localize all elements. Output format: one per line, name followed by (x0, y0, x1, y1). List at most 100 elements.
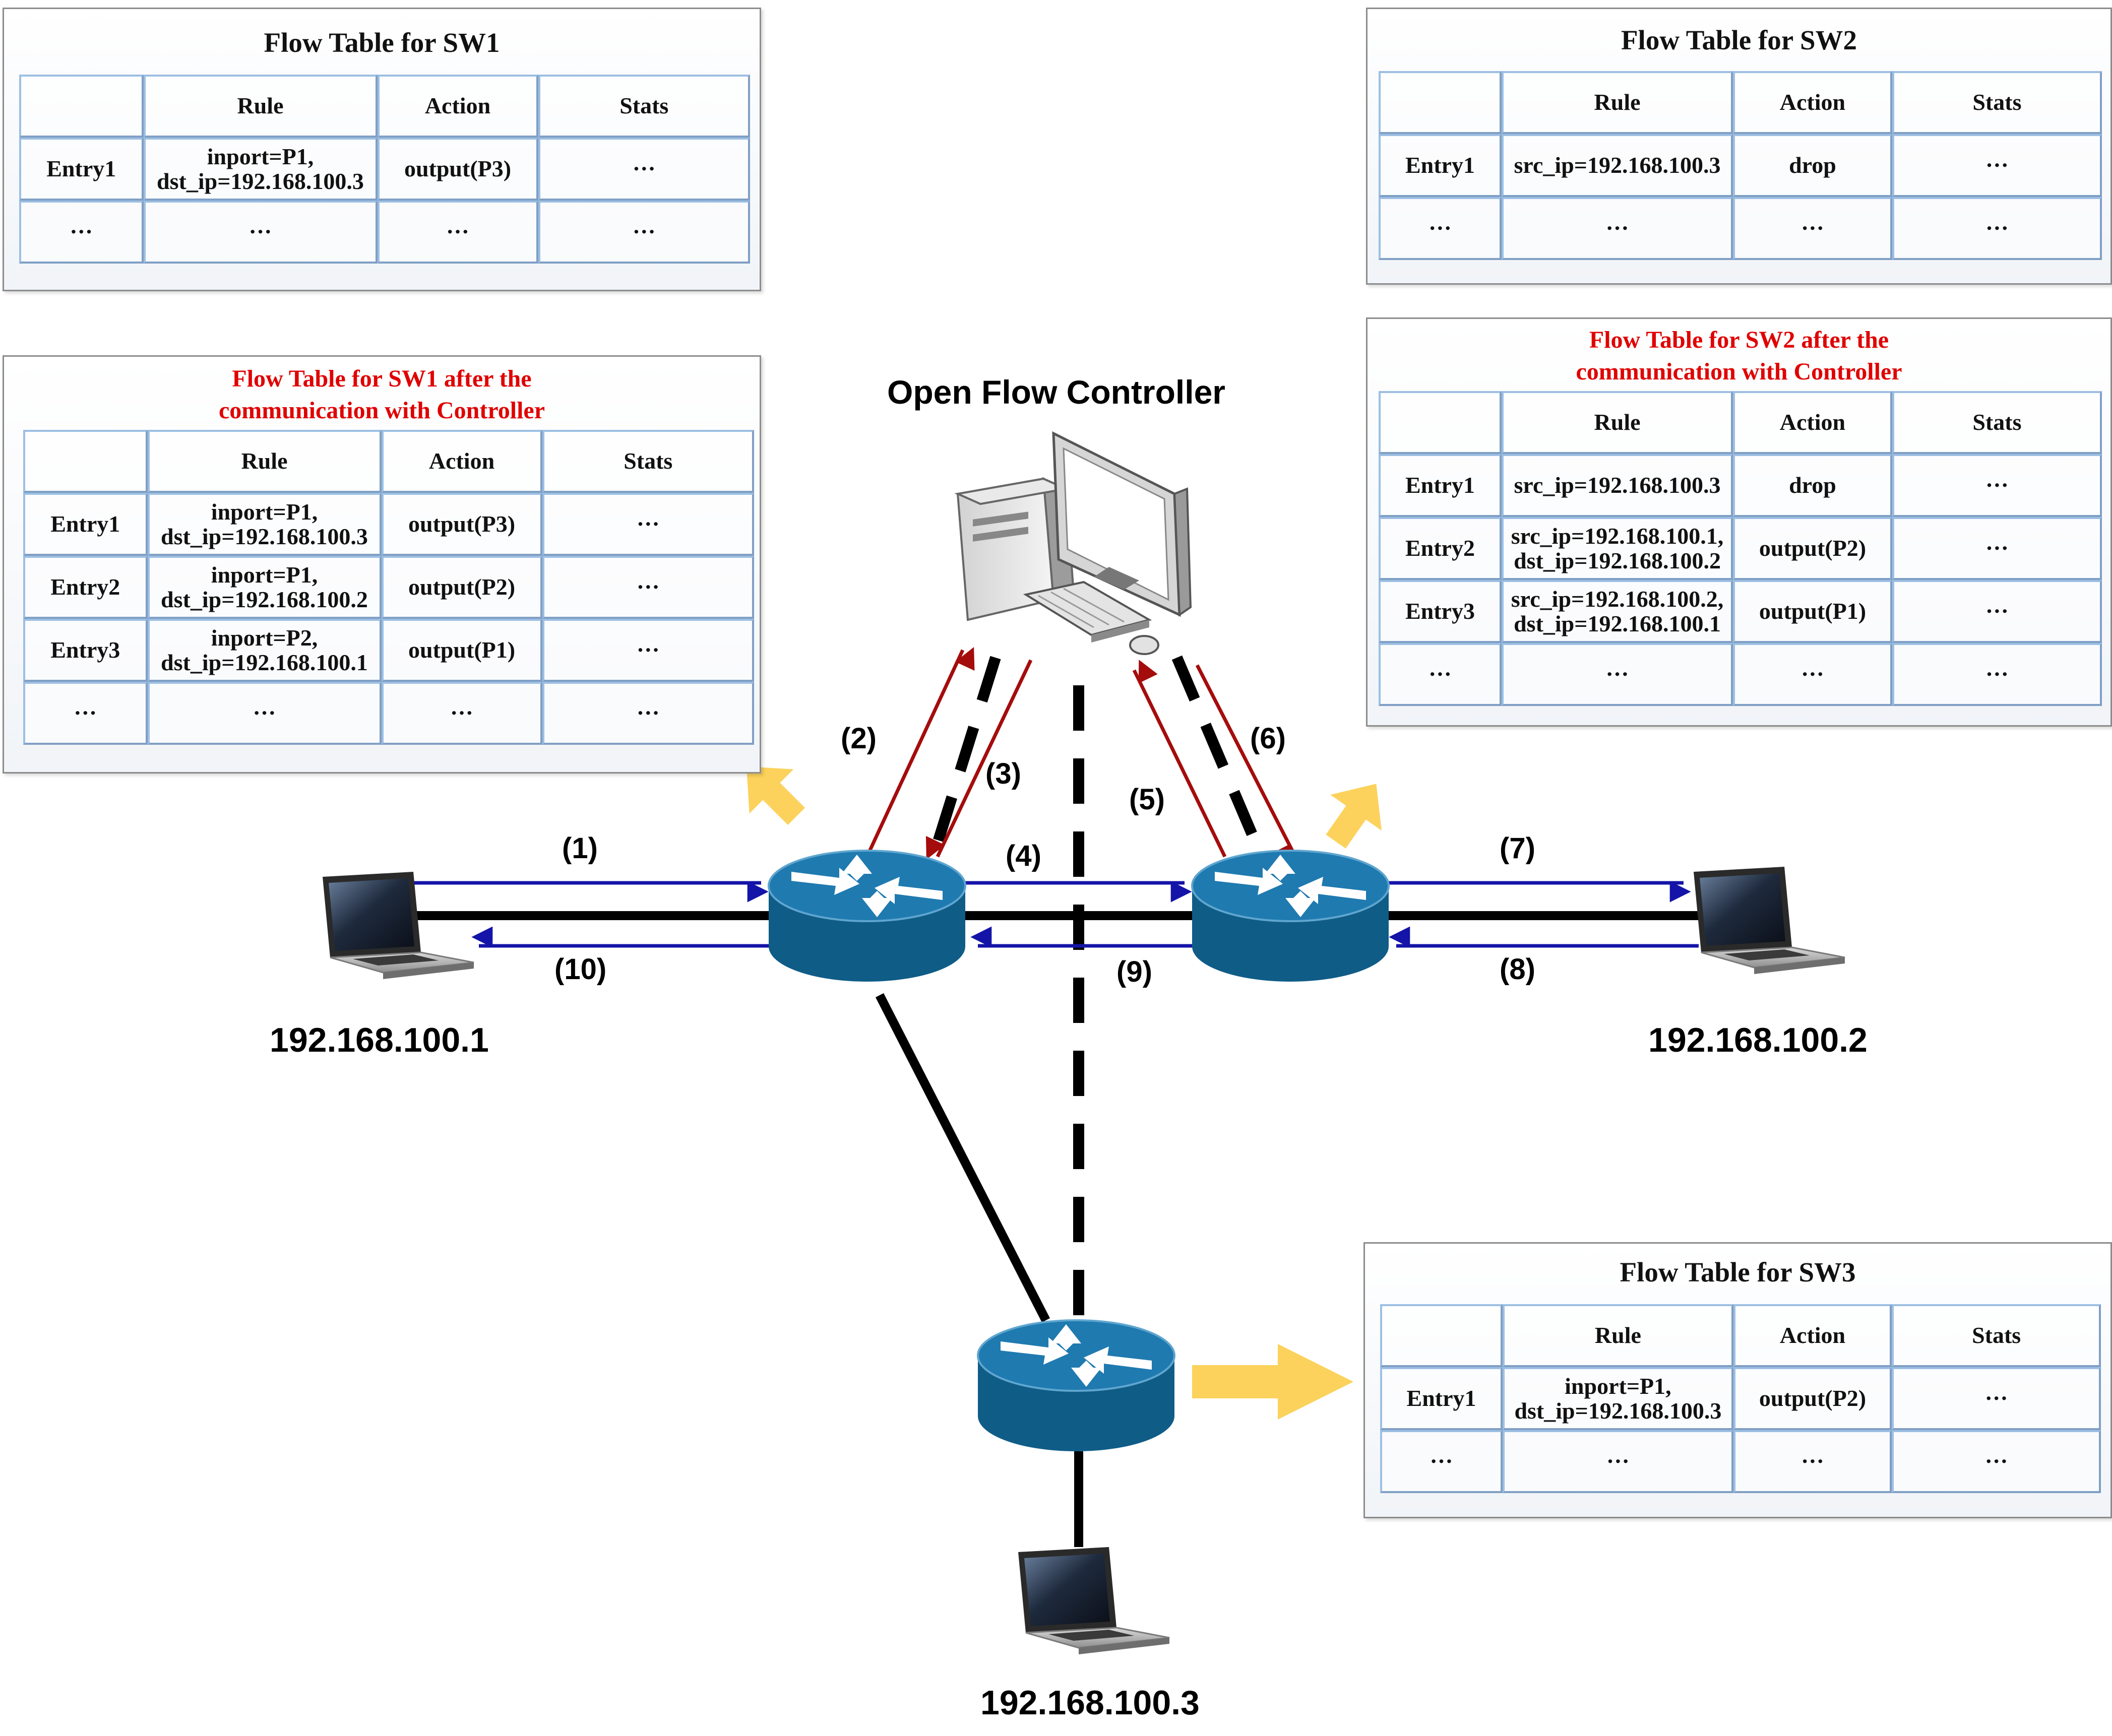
table-cell: src_ip=192.168.100.1, dst_ip=192.168.100… (1501, 517, 1733, 580)
host-ip-label-h1: 192.168.100.1 (270, 1021, 489, 1059)
table-cell: ··· (377, 201, 538, 264)
column-header (23, 430, 148, 493)
column-header: Stats (1892, 71, 2102, 134)
table-cell: ··· (1503, 1430, 1733, 1493)
table-cell: ··· (1379, 643, 1502, 706)
table-cell: output(P2) (1733, 517, 1892, 580)
table-cell: ··· (1892, 1367, 2101, 1430)
table-cell: ··· (538, 201, 750, 264)
table-cell: ··· (1733, 197, 1892, 260)
table-cell: drop (1733, 454, 1892, 517)
table-cell: Entry1 (1379, 134, 1502, 197)
table-cell: ··· (1733, 1430, 1892, 1493)
switch-sw2[interactable] (1191, 850, 1390, 982)
host-ip-label-h3: 192.168.100.3 (980, 1684, 1200, 1722)
column-header (1380, 1304, 1503, 1367)
table-row: ············ (1380, 1430, 2101, 1493)
flow-table-title: Flow Table for SW1 (264, 27, 500, 58)
switch-arrows-icon (1215, 855, 1366, 917)
table-cell: ··· (1892, 197, 2102, 260)
table-cell: output(P1) (1733, 580, 1892, 643)
switch-arrows-icon (791, 855, 943, 917)
table-cell: ··· (1892, 1430, 2101, 1493)
table-cell: inport=P1, dst_ip=192.168.100.3 (147, 493, 382, 556)
column-header: Rule (143, 75, 378, 138)
step-label-10: (10) (554, 953, 607, 986)
control-channels (927, 655, 1268, 1325)
table-cell: Entry3 (23, 619, 148, 682)
column-header: Rule (1501, 71, 1733, 134)
table-cell: output(P3) (377, 138, 538, 201)
table-cell: drop (1733, 134, 1892, 197)
table-cell: inport=P1, dst_ip=192.168.100.3 (1503, 1367, 1733, 1430)
flow-arrow-5 (1132, 660, 1227, 858)
table-cell: Entry3 (1379, 580, 1502, 643)
column-header: Stats (1892, 1304, 2101, 1367)
table-cell: ··· (1892, 643, 2102, 706)
table-cell: src_ip=192.168.100.2, dst_ip=192.168.100… (1501, 580, 1733, 643)
sw1-update-arrow (747, 766, 805, 825)
table-cell: src_ip=192.168.100.3 (1501, 454, 1733, 517)
flow-table-panel-sw1-after: Flow Table for SW1 after the communicati… (3, 355, 761, 774)
switch-sw3[interactable] (977, 1319, 1175, 1451)
table-cell: Entry1 (1380, 1367, 1503, 1430)
table-cell: inport=P2, dst_ip=192.168.100.1 (147, 619, 382, 682)
table-row: ············ (23, 682, 754, 745)
column-header: Rule (1501, 391, 1733, 454)
step-label-7: (7) (1500, 832, 1535, 865)
table-cell: Entry1 (23, 493, 148, 556)
flow-arrow-3 (925, 659, 1033, 860)
table-row: ············ (1379, 197, 2102, 260)
flow-table-title: Flow Table for SW3 (1620, 1257, 1856, 1288)
laptop-icon-h3[interactable] (1018, 1547, 1170, 1654)
flow-table-title: Flow Table for SW2 (1621, 25, 1857, 55)
step-label-4: (4) (1006, 840, 1041, 872)
column-header: Action (381, 430, 542, 493)
column-header: Stats (542, 430, 754, 493)
flow-table-title-highlight: Flow Table for SW1 after the communicati… (218, 365, 545, 424)
table-cell: ··· (542, 619, 754, 682)
table-cell: ··· (19, 201, 144, 264)
host-ip-label-h2: 192.168.100.2 (1648, 1021, 1868, 1059)
table-update-arrows (747, 766, 1382, 1420)
table-cell: ··· (143, 201, 378, 264)
table-row: ············ (1379, 643, 2102, 706)
switch-sw1[interactable] (768, 850, 966, 982)
table-cell: ··· (542, 556, 754, 619)
column-header: Action (1733, 1304, 1892, 1367)
table-cell: Entry2 (23, 556, 148, 619)
flow-table-panel-sw2-after: Flow Table for SW2 after the communicati… (1366, 317, 2112, 727)
laptop-icon-h1[interactable] (323, 872, 474, 979)
laptop-icon-h2[interactable] (1694, 867, 1845, 974)
table-cell: ··· (542, 493, 754, 556)
table-cell: ··· (23, 682, 148, 745)
table-cell: Entry1 (1379, 454, 1502, 517)
table-cell: inport=P1, dst_ip=192.168.100.2 (147, 556, 382, 619)
flow-arrow-6 (1195, 664, 1297, 868)
flow-arrow-2 (865, 647, 975, 858)
column-header: Rule (1503, 1304, 1733, 1367)
table-cell: ··· (1379, 197, 1502, 260)
data-flow-arrows (403, 881, 1699, 948)
controller-computer-icon[interactable] (954, 431, 1192, 655)
table-cell: output(P2) (1733, 1367, 1892, 1430)
flow-table-title-highlight: Flow Table for SW2 after the communicati… (1576, 327, 1902, 385)
table-cell: src_ip=192.168.100.3 (1501, 134, 1733, 197)
table-cell: output(P3) (381, 493, 542, 556)
column-header (19, 75, 144, 138)
column-header: Stats (1892, 391, 2102, 454)
physical-links (413, 911, 1699, 1547)
